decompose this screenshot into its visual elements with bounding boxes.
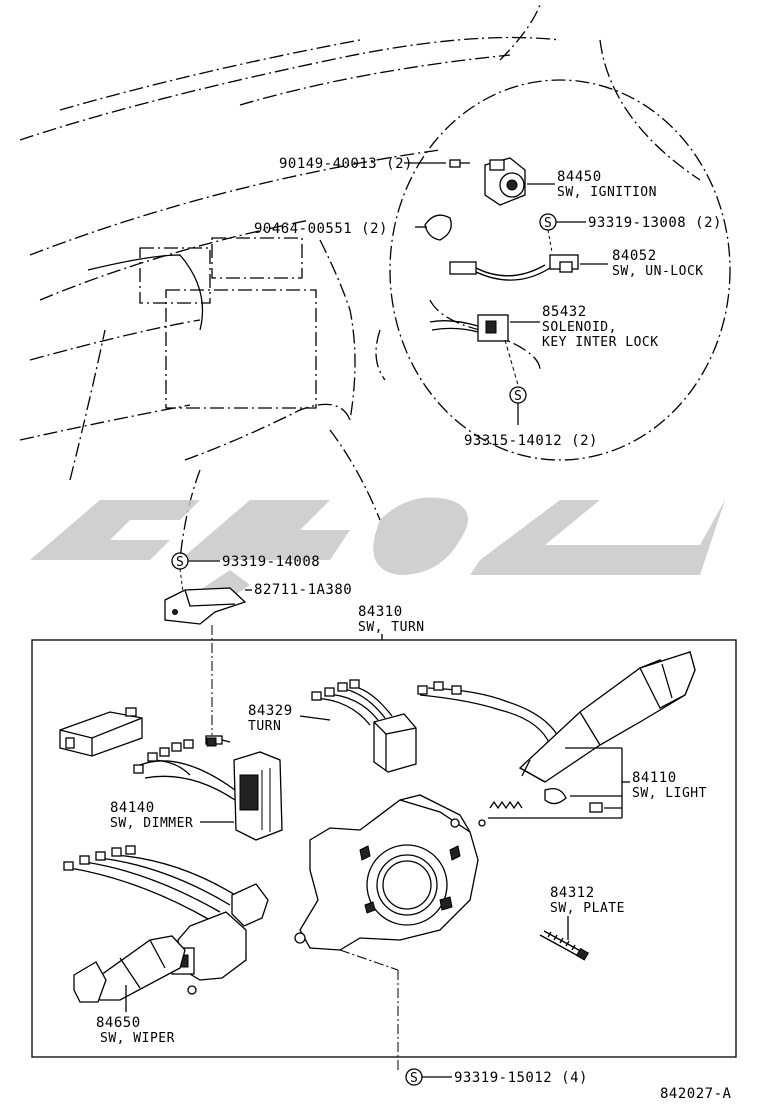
screw-symbol-93319c: S: [339, 949, 452, 1086]
part-number-93319-13008: 93319-13008 (2): [588, 215, 722, 231]
part-desc-84450: SW, IGNITION: [557, 185, 657, 200]
part-number-84450: 84450: [557, 169, 602, 185]
light-switch-bracket: [488, 747, 630, 819]
part-number-90149: 90149-40013 (2): [279, 156, 413, 172]
svg-text:S: S: [544, 216, 552, 231]
part-desc-85432: SOLENOID,: [542, 320, 617, 335]
connector-block: [59, 707, 143, 757]
part-number-85432: 85432: [542, 304, 587, 320]
part-desc-84140: SW, DIMMER: [110, 816, 193, 831]
part-number-93319-14008: 93319-14008: [222, 554, 320, 570]
svg-text:S: S: [514, 389, 522, 404]
part-desc-84052: SW, UN-LOCK: [612, 264, 704, 279]
clip-90464: [415, 214, 452, 241]
assembly-frame: [31, 639, 737, 1058]
part-number-84110: 84110: [632, 770, 677, 786]
unlock-switch: [449, 254, 579, 281]
part-number-84650: 84650: [96, 1015, 141, 1031]
part-number-93319-15012: 93319-15012 (4): [454, 1070, 588, 1086]
part-number-82711: 82711-1A380: [254, 582, 352, 598]
part-desc2-85432: KEY INTER LOCK: [542, 335, 659, 350]
part-number-84140: 84140: [110, 800, 155, 816]
part-desc-84110: SW, LIGHT: [632, 786, 707, 801]
part-desc-84312: SW, PLATE: [550, 901, 625, 916]
part-desc-84329: TURN: [248, 719, 281, 734]
dashboard-outline: [19, 4, 731, 561]
turn-switch: [299, 679, 417, 773]
bracket-82711: [164, 587, 252, 625]
turn-switch-body: [294, 794, 479, 951]
svg-text:S: S: [176, 555, 184, 570]
part-number-84310: 84310: [358, 604, 403, 620]
solenoid: [429, 314, 519, 386]
part-desc-84650: SW, WIPER: [100, 1031, 175, 1046]
small-screw: [206, 737, 217, 747]
diagram-number: 842027-A: [660, 1086, 732, 1102]
watermark-logo: [30, 497, 725, 605]
part-number-84052: 84052: [612, 248, 657, 264]
part-desc-84310: SW, TURN: [358, 620, 425, 635]
light-switch-lever: [417, 650, 696, 783]
ignition-switch: [484, 157, 526, 206]
part-number-84329: 84329: [248, 703, 293, 719]
screw-symbol-93315: S: [509, 386, 527, 425]
part-number-84312: 84312: [550, 885, 595, 901]
wiper-switch: [63, 845, 269, 1012]
svg-text:S: S: [410, 1071, 418, 1086]
part-number-90464: 90464-00551 (2): [254, 221, 388, 237]
plate-screw: [539, 916, 590, 961]
screw-symbol-93319a: S: [539, 213, 586, 253]
part-number-93315: 93315-14012 (2): [464, 433, 598, 449]
dimmer-switch: [133, 735, 283, 841]
screw-90149: [449, 159, 470, 168]
screw-symbol-93319b: S: [171, 552, 220, 593]
light-switch-spring: [478, 787, 603, 827]
